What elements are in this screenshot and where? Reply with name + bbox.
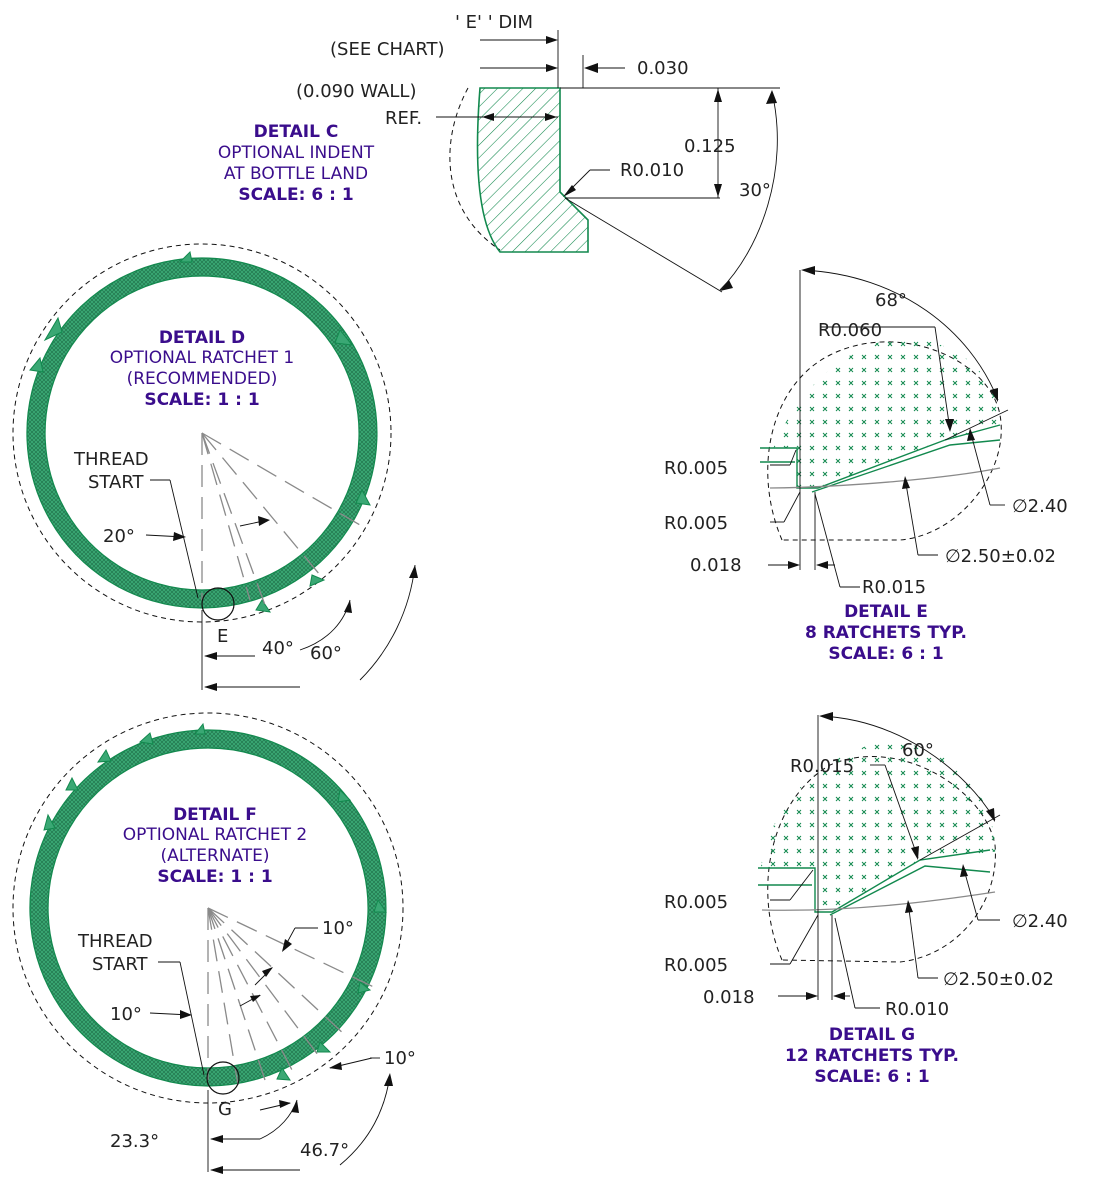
detail-g-d018: 0.018 [703,987,755,1008]
detail-f-thread-2: START [92,954,149,975]
detail-f-angle-10-top: 10° [322,918,354,939]
detail-e-angle: 68° [875,290,907,311]
detail-f-angle-10-right: 10° [384,1048,416,1069]
detail-g-diameter-line [761,891,996,911]
detail-c-angle: 30° [739,180,771,201]
detail-e-scale: SCALE: 6 : 1 [828,644,943,664]
detail-c-edim-label-2: (SEE CHART) [330,39,445,60]
detail-e-diameter-line [769,467,1001,489]
detail-c-boundary [449,87,501,251]
detail-g-dia240: ∅2.40 [1012,911,1068,932]
detail-g-title: DETAIL G [829,1025,915,1045]
detail-d-center-lines [201,432,361,606]
detail-d-callout-circle [201,587,235,621]
detail-e-dia240: ∅2.40 [1012,496,1068,517]
detail-f-callout-circle [206,1061,240,1095]
detail-f-thread-1: THREAD [77,931,153,952]
detail-e-r015: R0.015 [862,577,926,598]
detail-e: 68° R0.060 R0.005 R0.005 0.018 R0.015 ∅2… [664,266,1068,664]
detail-c-title: DETAIL C [254,122,339,142]
detail-f-angle-467: 46.7° [300,1140,349,1161]
detail-d-title: DETAIL D [159,328,245,348]
detail-d-thread-1: THREAD [73,449,149,470]
detail-e-dia250: ∅2.50±0.02 [945,546,1056,567]
detail-e-r005b: R0.005 [664,513,728,534]
detail-g-scale: SCALE: 6 : 1 [814,1067,929,1087]
detail-d-line3: (RECOMMENDED) [127,369,278,389]
detail-c-section [476,87,589,253]
detail-g-profile [758,849,991,913]
detail-f-center-lines [207,907,381,1086]
detail-g-r005b: R0.005 [664,955,728,976]
detail-c-dim-125: 0.125 [684,136,736,157]
detail-c-scale: SCALE: 6 : 1 [238,185,353,205]
detail-f-ring [29,729,387,1087]
detail-f-scale: SCALE: 1 : 1 [157,867,272,887]
detail-f-title: DETAIL F [173,805,257,825]
detail-e-title: DETAIL E [844,602,928,622]
detail-g-angle: 60° [902,740,934,761]
detail-g-line2: 12 RATCHETS TYP. [785,1046,959,1066]
detail-e-line2: 8 RATCHETS TYP. [805,623,967,643]
detail-f-angle-10-left: 10° [110,1004,142,1025]
detail-g-dia250: ∅2.50±0.02 [943,969,1054,990]
detail-f: G THREAD START 10° 10° 10° [12,712,416,1174]
detail-g-r015: R0.015 [790,756,854,777]
detail-d-line2: OPTIONAL RATCHET 1 [110,348,294,368]
detail-d-angle-40: 40° [262,638,294,659]
detail-d-scale: SCALE: 1 : 1 [144,390,259,410]
detail-c: ' E' ' DIM (SEE CHART) (0.090 WALL) REF.… [218,12,780,293]
detail-c-dim-030: 0.030 [637,58,689,79]
detail-e-r060: R0.060 [818,320,882,341]
detail-d-outer-boundary [12,243,392,623]
detail-c-edim-label-1: ' E' ' DIM [455,12,533,33]
detail-f-line3: (ALTERNATE) [160,846,269,866]
detail-e-boundary [767,341,1002,541]
detail-c-radius: R0.010 [620,160,684,181]
detail-e-d018: 0.018 [690,555,742,576]
detail-g-r005a: R0.005 [664,892,728,913]
detail-d-thread-2: START [88,472,145,493]
detail-f-callout: G [218,1099,232,1120]
detail-d-angle-60: 60° [310,643,342,664]
detail-f-line2: OPTIONAL RATCHET 2 [123,825,307,845]
detail-g-profile-inner [758,865,991,916]
detail-g-r010: R0.010 [885,999,949,1020]
detail-d: E THREAD START 20° 40° 60° DETAIL D OPTI… [12,243,418,691]
detail-c-ref-label: REF. [385,108,422,129]
detail-d-callout: E [217,626,228,647]
detail-e-profile [760,424,1001,489]
detail-g: 60° R0.015 R0.005 R0.005 0.018 R0.010 ∅2… [664,712,1068,1087]
detail-c-wall-label: (0.090 WALL) [296,81,416,102]
detail-e-profile-inner [760,439,1001,493]
detail-c-line2: OPTIONAL INDENT [218,143,375,163]
detail-c-line3: AT BOTTLE LAND [224,164,368,184]
detail-d-angle-20: 20° [103,526,135,547]
detail-f-angle-233: 23.3° [110,1131,159,1152]
detail-e-r005a: R0.005 [664,458,728,479]
